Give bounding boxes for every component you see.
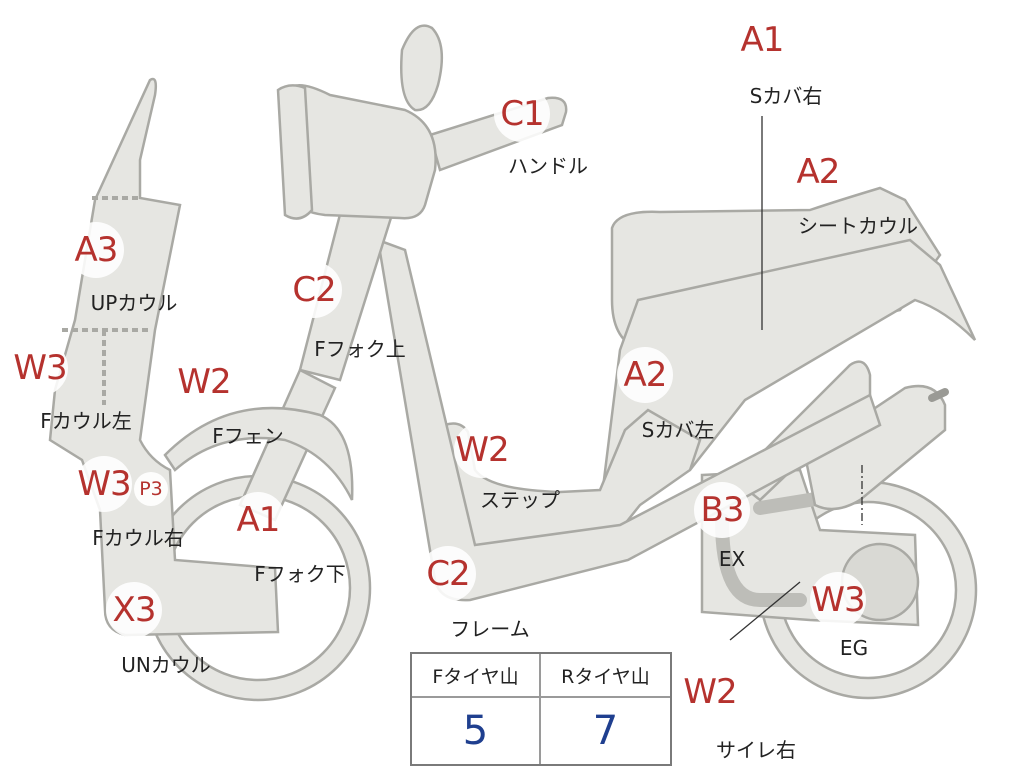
grade-up-cowl: A3 — [68, 222, 124, 278]
leader-muffler-right — [729, 581, 801, 641]
tire-tread-table: Fタイヤ山 Rタイヤ山 5 7 — [410, 652, 672, 766]
grade-s-cover-right: A1 — [734, 12, 790, 68]
label-f-fender: Fフェン — [212, 424, 284, 448]
label-exhaust: EX — [718, 547, 746, 571]
label-f-fork-upper: Fフォク上 — [314, 337, 406, 361]
grade-f-cowl-left: W3 — [12, 340, 68, 396]
grade-step: W2 — [454, 422, 510, 478]
grade-s-cover-left: A2 — [617, 347, 673, 403]
muffler-tip — [928, 388, 949, 402]
subgrade-f-cowl-right: P3 — [134, 472, 168, 506]
grade-f-fork-upper: C2 — [286, 262, 342, 318]
grade-seat-cowl: A2 — [790, 144, 846, 200]
label-seat-cowl: シートカウル — [798, 214, 918, 238]
exhaust-pipe — [715, 513, 807, 607]
label-f-cowl-right: Fカウル右 — [92, 526, 184, 550]
label-handle: ハンドル — [508, 154, 588, 178]
label-engine: EG — [839, 636, 869, 660]
front-tread-value: 5 — [412, 698, 541, 764]
label-f-fork-lower: Fフォク下 — [254, 562, 346, 586]
grade-engine: W3 — [810, 572, 866, 628]
grade-muffler-right: W2 — [682, 664, 738, 720]
grade-under-cowl: X3 — [106, 582, 162, 638]
grade-frame: C2 — [420, 546, 476, 602]
front-tread-header: Fタイヤ山 — [412, 654, 541, 698]
label-muffler-right: サイレ右 — [716, 738, 796, 762]
mirror-shape — [400, 24, 444, 112]
label-frame: フレーム — [450, 617, 530, 641]
headlight-shape — [276, 84, 314, 220]
label-s-cover-right: Sカバ右 — [749, 84, 823, 108]
muffler-shape — [803, 384, 947, 511]
label-up-cowl: UPカウル — [90, 291, 178, 315]
grade-f-cowl-right: W3 — [76, 456, 132, 512]
label-f-cowl-left: Fカウル左 — [40, 409, 132, 433]
grade-f-fork-lower: A1 — [230, 492, 286, 548]
rear-tread-value: 7 — [592, 708, 619, 754]
grade-handle: C1 — [494, 86, 550, 142]
grade-f-fender: W2 — [176, 354, 232, 410]
label-under-cowl: UNカウル — [121, 653, 211, 677]
grade-exhaust: B3 — [694, 482, 750, 538]
fender-shape — [163, 406, 354, 501]
rear-tread-header: Rタイヤ山 — [541, 654, 670, 698]
label-s-cover-left: Sカバ左 — [641, 418, 715, 442]
label-step: ステップ — [480, 488, 560, 512]
